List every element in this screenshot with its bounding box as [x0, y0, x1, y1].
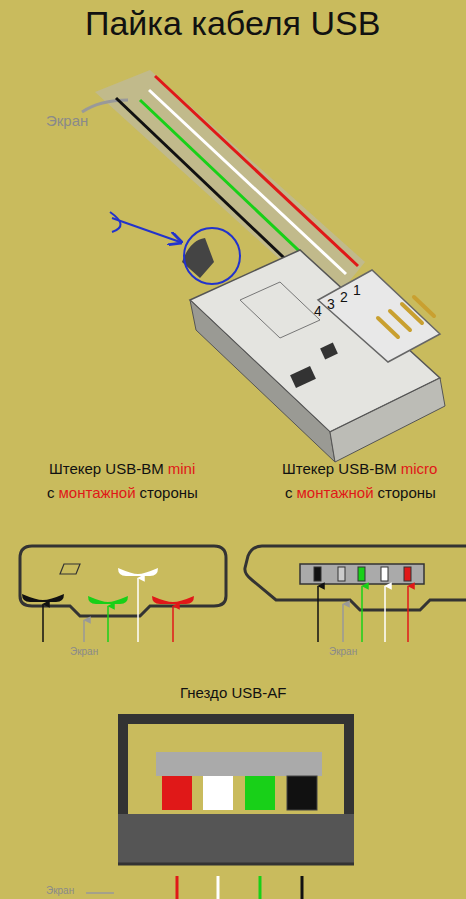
pad-green [245, 776, 275, 810]
cable-sheath [95, 70, 365, 305]
wire-white [137, 578, 139, 642]
wire-black [42, 604, 44, 642]
caption-word: монтажной [59, 484, 136, 501]
connector-caption: смонтажнойстороны [45, 484, 200, 501]
socket-edge [118, 863, 354, 866]
caption-word: монтажной [297, 484, 374, 501]
red-wire [155, 76, 358, 266]
pointer-arrow [110, 212, 121, 232]
plug-shell-front [330, 378, 445, 462]
pin-red [404, 567, 411, 581]
gold-pins [378, 297, 434, 337]
caption-word: с [47, 484, 55, 501]
pin-id [338, 567, 345, 581]
wire-white [384, 586, 386, 642]
callout-number: 1 [353, 282, 361, 298]
plug-window [320, 343, 338, 360]
caption-word: с [285, 484, 293, 501]
mini-outline [20, 546, 226, 616]
wire-red [172, 606, 174, 642]
caption-word: Штекер USB-BM [49, 460, 164, 477]
pin-red [152, 596, 194, 604]
wire-green [259, 876, 262, 899]
socket-gap [118, 864, 354, 899]
wire-black [317, 586, 319, 642]
caption-word: micro [401, 460, 438, 477]
plug-window [290, 366, 316, 388]
mini-key [60, 564, 80, 574]
pointer-arrow [112, 218, 180, 242]
shield-label: Экран [70, 646, 98, 657]
pin-black [314, 567, 321, 581]
pad-black [287, 776, 317, 810]
connector-caption: Штекер USB-BMmini [47, 460, 197, 477]
wire-red [176, 876, 179, 899]
wire-green [361, 586, 363, 642]
callout-number: 2 [340, 289, 348, 305]
caption-word: стороны [378, 484, 436, 501]
connector-caption: смонтажнойстороны [283, 484, 438, 501]
highlight-circle [184, 228, 240, 284]
plug-embossing [240, 282, 320, 338]
pin-green [88, 596, 128, 604]
shield-label: Экран [46, 885, 74, 896]
micro-outline [245, 546, 466, 610]
page-title: Пайка кабеля USB [85, 4, 380, 43]
callout-number: 4 [314, 303, 322, 319]
caption-word: стороны [140, 484, 198, 501]
wire-shield [342, 604, 344, 642]
shield-label: Экран [329, 646, 357, 657]
socket-frame [118, 714, 354, 899]
caption-word: Штекер USB-BM [282, 460, 397, 477]
pin-white [381, 567, 388, 581]
contact-block [318, 270, 440, 362]
wire-green [107, 606, 109, 642]
connector-caption: Штекер USB-BMmicro [280, 460, 439, 477]
socket-opening [128, 724, 344, 814]
callout-number: 3 [327, 296, 335, 312]
socket-title: Гнездо USB-AF [180, 684, 286, 701]
wire-white [217, 876, 220, 899]
micro-contact-bar [300, 564, 424, 584]
wire-shield [86, 892, 114, 894]
wire-red [407, 586, 409, 642]
pad-white [203, 776, 233, 810]
plug-shell-side [190, 300, 335, 462]
caption-word: mini [168, 460, 196, 477]
shield-label: Экран [46, 112, 88, 129]
pin-black [22, 594, 64, 602]
wire-shield [83, 620, 85, 642]
socket-tongue [156, 752, 322, 776]
pad-red [162, 776, 192, 810]
pin-white [118, 568, 158, 576]
pin-green [358, 567, 365, 581]
wire-black [301, 876, 304, 899]
white-wire [149, 90, 346, 274]
socket-body [118, 814, 354, 864]
